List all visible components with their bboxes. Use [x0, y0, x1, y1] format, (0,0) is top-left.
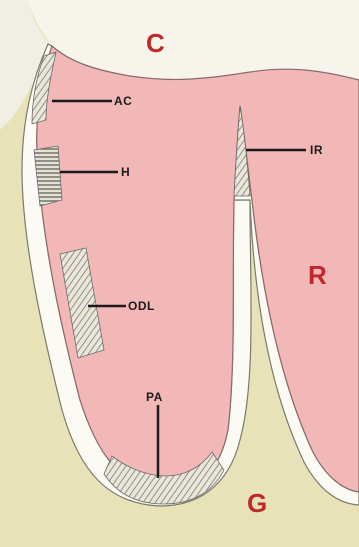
callout-label-h: H — [121, 166, 130, 178]
gingiva-label: G — [247, 490, 267, 516]
root-label: R — [308, 262, 327, 288]
crown-label: C — [146, 30, 165, 56]
callout-label-pa: PA — [146, 391, 163, 403]
callout-label-ac: AC — [114, 95, 132, 107]
callout-label-ir: IR — [310, 144, 323, 156]
callout-label-odl: ODL — [128, 300, 155, 312]
